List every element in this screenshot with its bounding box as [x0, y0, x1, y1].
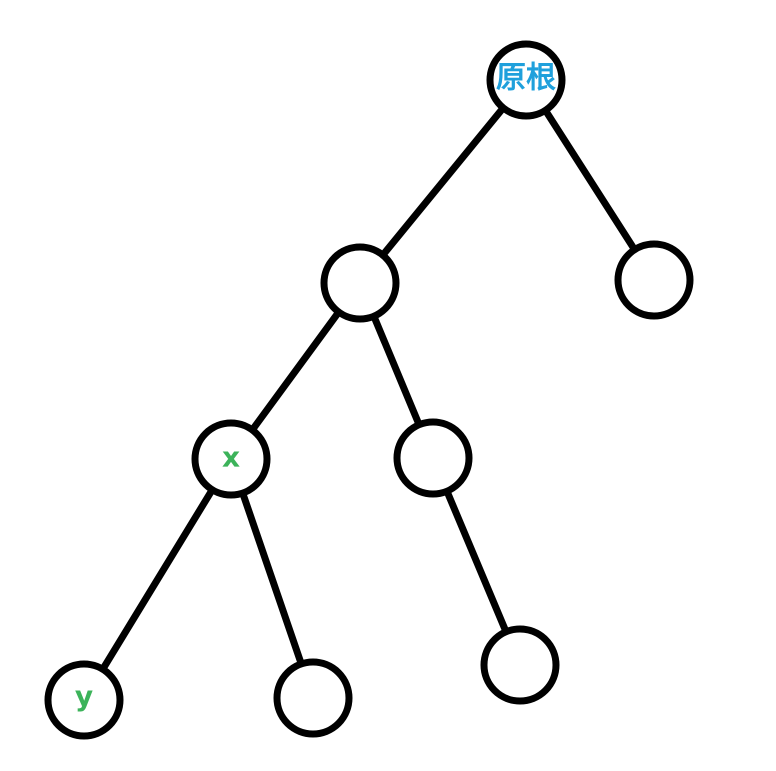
tree-edges: [80, 76, 658, 704]
node-root-right: [614, 240, 694, 320]
node-root-right-circle: [614, 240, 694, 320]
node-x-right: [273, 658, 353, 738]
node-root-circle: [486, 40, 566, 120]
node-root-left: [320, 243, 400, 323]
node-left-right-child: [480, 625, 560, 705]
node-root-left-circle: [320, 243, 400, 323]
node-left-right-child-circle: [480, 625, 560, 705]
node-x: x: [191, 419, 271, 499]
node-x-label: x: [222, 441, 240, 474]
node-left-right: [393, 418, 473, 498]
node-y-circle: [44, 660, 124, 740]
node-root-label: 原根: [496, 61, 556, 96]
node-x-right-circle: [273, 658, 353, 738]
node-y-label: y: [75, 680, 93, 713]
edge-x-right: [227, 455, 317, 702]
node-left-right-circle: [393, 418, 473, 498]
edge-root-left: [356, 76, 530, 287]
tree-nodes: 原根 x y: [44, 40, 694, 740]
node-x-circle: [191, 419, 271, 499]
node-y: y: [44, 660, 124, 740]
node-root: 原根: [486, 40, 566, 120]
edge-root-right: [522, 76, 658, 284]
edge-x-y: [80, 455, 235, 704]
